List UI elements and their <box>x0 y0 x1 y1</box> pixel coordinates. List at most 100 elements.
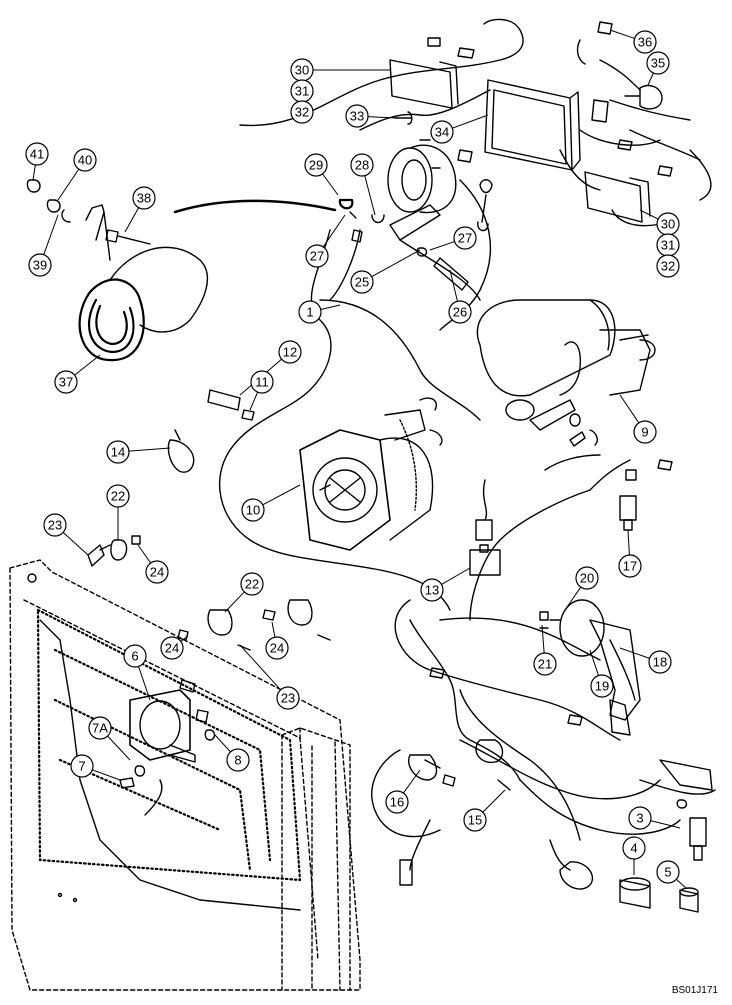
leader-line <box>43 214 59 255</box>
callout-40: 40 <box>73 148 97 172</box>
leader-line <box>62 532 89 556</box>
leader-line <box>589 649 599 676</box>
callout-5: 5 <box>656 860 680 884</box>
leader-line <box>138 666 151 701</box>
leader-line <box>647 72 654 86</box>
radiator-grille <box>9 559 361 991</box>
callout-number: 34 <box>435 125 449 140</box>
callout-number: 24 <box>270 641 284 656</box>
leader-line <box>371 249 421 278</box>
leader-line <box>322 214 346 248</box>
line-art <box>9 18 716 991</box>
callout-27: 27 <box>453 226 477 250</box>
callout-19: 19 <box>590 674 614 698</box>
callout-1: 1 <box>298 300 322 324</box>
leader-line <box>619 394 640 424</box>
callout-circle <box>240 572 264 596</box>
callout-number: 36 <box>638 35 652 50</box>
leader-line <box>214 734 231 753</box>
callout-number: 17 <box>623 559 637 574</box>
callout-10: 10 <box>241 498 265 522</box>
callout-number: 31 <box>661 238 675 253</box>
leader-line <box>609 29 635 39</box>
leader-line <box>92 769 121 781</box>
leader-line <box>180 635 189 642</box>
leader-line <box>239 644 281 691</box>
callout-number: 24 <box>165 641 179 656</box>
callout-circle <box>385 790 409 814</box>
callout-24: 24 <box>265 636 289 660</box>
callout-circle <box>420 578 444 602</box>
callout-circle <box>345 104 369 128</box>
callout-number: 6 <box>131 649 138 664</box>
callout-number: 35 <box>651 56 665 71</box>
callout-number: 4 <box>630 841 637 856</box>
callout-number: 14 <box>111 445 125 460</box>
callout-circle <box>656 860 680 884</box>
leader-line <box>271 621 276 638</box>
support-channel <box>281 727 351 991</box>
leader-line <box>541 624 545 654</box>
callout-26: 26 <box>448 300 472 324</box>
callout-30: 30 <box>656 212 680 236</box>
leader-line <box>262 484 301 506</box>
callout-circle <box>43 513 67 537</box>
callout-circle <box>350 153 374 177</box>
callout-circle <box>28 253 52 277</box>
callout-circle <box>648 650 672 674</box>
callout-3: 3 <box>628 806 652 830</box>
callout-24: 24 <box>145 560 169 584</box>
callout-number: 15 <box>468 813 482 828</box>
callout-number: 28 <box>355 158 369 173</box>
callout-circle <box>463 808 487 832</box>
callout-21: 21 <box>533 652 557 676</box>
callout-circle <box>70 754 94 778</box>
callout-18: 18 <box>648 650 672 674</box>
leader-line <box>128 447 171 452</box>
callout-circle <box>448 300 472 324</box>
callout-number: 30 <box>661 217 675 232</box>
callout-circle <box>54 370 78 394</box>
callout-circle <box>618 554 642 578</box>
callout-31: 31 <box>656 233 680 257</box>
small-parts <box>26 139 707 913</box>
callout-circle <box>226 748 250 772</box>
callout-number: 19 <box>595 679 609 694</box>
callout-number: 10 <box>246 503 260 518</box>
callout-11: 11 <box>250 370 274 394</box>
callout-37: 37 <box>54 370 78 394</box>
leader-line <box>482 789 506 813</box>
leader-line <box>429 241 455 251</box>
callout-circle <box>628 806 652 830</box>
callout-number: 30 <box>295 63 309 78</box>
callout-circle <box>304 153 328 177</box>
leader-line <box>322 173 339 196</box>
callout-number: 7 <box>78 759 85 774</box>
callout-8: 8 <box>226 748 250 772</box>
callout-number: 31 <box>295 84 309 99</box>
callout-15: 15 <box>463 808 487 832</box>
callout-circle <box>278 340 302 364</box>
leader-line <box>107 735 131 761</box>
callout-number: 32 <box>661 259 675 274</box>
callout-number: 39 <box>33 258 47 273</box>
callout-number: 11 <box>255 375 269 390</box>
callout-circle <box>73 148 97 172</box>
leader-line <box>441 567 471 585</box>
callout-number: 9 <box>641 425 648 440</box>
callout-circle <box>123 644 147 668</box>
callout-number: 22 <box>111 489 125 504</box>
callout-circle <box>88 716 112 740</box>
callout-number: 22 <box>245 577 259 592</box>
fuel-sender <box>539 599 713 791</box>
callout-32: 32 <box>290 100 314 124</box>
callout-number: 27 <box>310 249 324 264</box>
leader-line <box>320 304 341 310</box>
starter-motor <box>476 299 656 447</box>
callout-17: 17 <box>618 554 642 578</box>
callout-circle <box>633 30 657 54</box>
callout-number: 24 <box>150 565 164 580</box>
callout-23: 23 <box>276 686 300 710</box>
leader-line <box>449 269 458 302</box>
callout-number: 5 <box>664 865 671 880</box>
